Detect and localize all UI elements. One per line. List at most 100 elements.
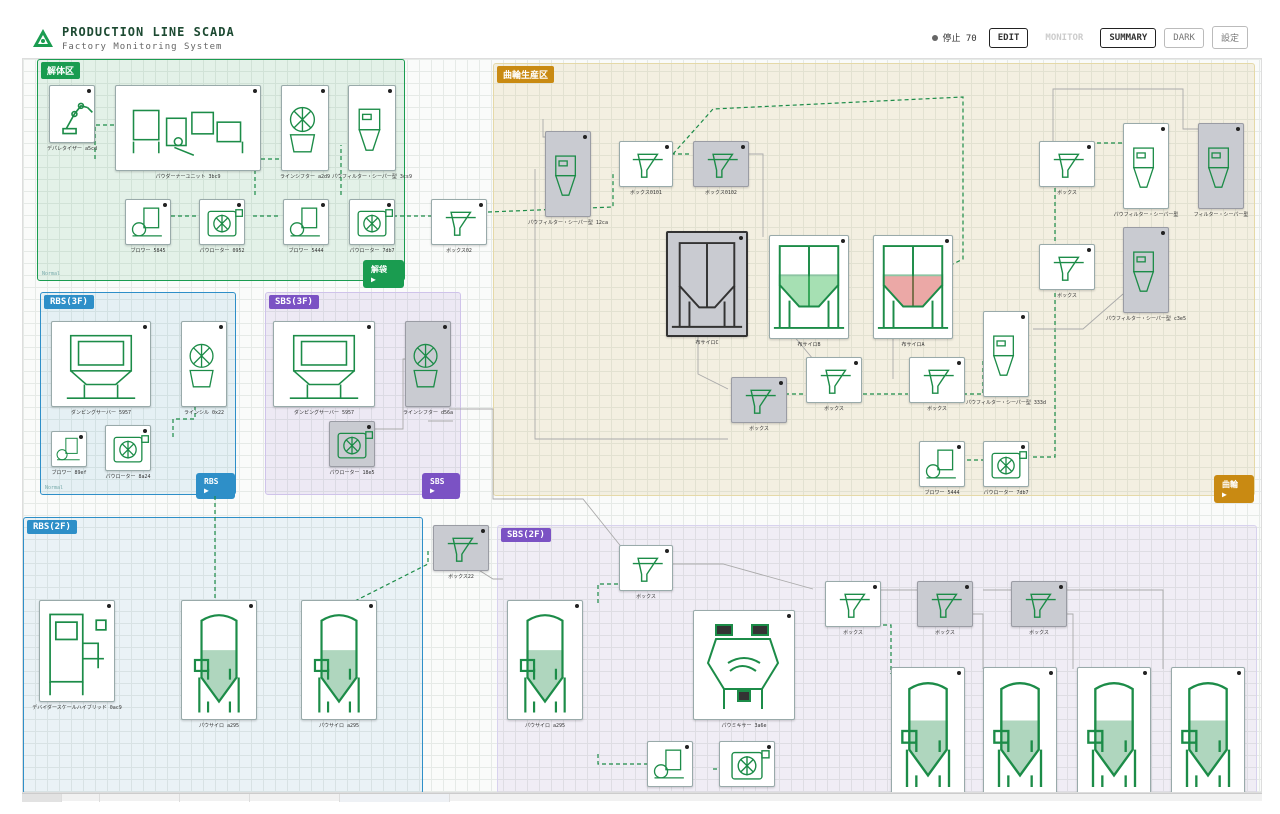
equipment-silo[interactable]	[507, 600, 583, 720]
equipment-filter[interactable]	[348, 85, 396, 171]
equipment-roots[interactable]	[105, 425, 151, 471]
filter-icon	[1207, 147, 1230, 188]
equipment-blower[interactable]	[919, 441, 965, 487]
box-icon	[632, 557, 663, 582]
filter-icon	[554, 155, 577, 196]
box-icon	[839, 593, 870, 618]
equipment-box[interactable]	[433, 525, 489, 571]
zone-tag: SBS(3F)	[269, 295, 319, 309]
status-indicator	[1237, 671, 1241, 675]
equipment-label: ボックス22	[448, 574, 474, 580]
equipment-box[interactable]	[1039, 141, 1095, 187]
settings-button[interactable]: 設定	[1211, 26, 1248, 49]
equipment-label: パウサイロ a295	[318, 723, 360, 729]
equipment-roots[interactable]	[199, 199, 245, 245]
equipment-filter[interactable]	[545, 131, 591, 217]
roots-icon	[207, 209, 244, 237]
equipment-box[interactable]	[619, 545, 673, 591]
equipment-filter[interactable]	[983, 311, 1029, 397]
blower-icon	[653, 749, 684, 779]
equipment-mixer[interactable]	[693, 610, 795, 720]
equipment-bigSilo[interactable]	[666, 231, 748, 337]
equipment-silo[interactable]	[1077, 667, 1151, 792]
equipment-roots[interactable]	[719, 741, 775, 787]
equipment-box[interactable]	[806, 357, 862, 403]
status-indicator	[957, 361, 961, 365]
equipment-sifter[interactable]	[181, 321, 227, 407]
equipment-silo[interactable]	[983, 667, 1057, 792]
monitor-button[interactable]: MONITOR	[1036, 27, 1093, 48]
equipment-box[interactable]	[693, 141, 749, 187]
equipment-box[interactable]	[909, 357, 965, 403]
equipment-scale[interactable]	[39, 600, 115, 702]
zone-rbs-button[interactable]: RBS ▶	[196, 473, 235, 499]
equipment-box[interactable]	[1011, 581, 1067, 627]
equipment-label: ボックス0102	[705, 190, 737, 196]
equipment-silo[interactable]	[301, 600, 377, 720]
equipment-box[interactable]	[825, 581, 881, 627]
zone-status-text: Normal	[45, 485, 64, 491]
status-indicator	[1021, 445, 1025, 449]
equipment-filter[interactable]	[1198, 123, 1244, 209]
equipment-blower[interactable]	[125, 199, 171, 245]
zone-tag: SBS(2F)	[501, 528, 551, 542]
status-indicator	[143, 429, 147, 433]
equipment-silo[interactable]	[1171, 667, 1245, 792]
status-indicator	[143, 325, 147, 329]
equipment-silo[interactable]	[181, 600, 257, 720]
equipment-box[interactable]	[917, 581, 973, 627]
status-indicator	[219, 325, 223, 329]
equipment-filter[interactable]	[1123, 227, 1169, 313]
equipment-blower[interactable]	[283, 199, 329, 245]
status-indicator	[163, 203, 167, 207]
equipment-box[interactable]	[1039, 244, 1095, 290]
equipment-silo[interactable]	[891, 667, 965, 792]
equipment-hopper[interactable]	[769, 235, 849, 339]
silo-icon	[1087, 682, 1137, 787]
equipment-robot[interactable]	[49, 85, 95, 143]
flow-canvas[interactable]: 解体区 解袋 ▶ Normal 曲輪生産区 曲輪 ▶ RBS(3F) RBS ▶…	[22, 58, 1262, 793]
box-icon	[632, 153, 663, 178]
equipment-sifter[interactable]	[281, 85, 329, 171]
equipment-sifter[interactable]	[405, 321, 451, 407]
equipment-filter[interactable]	[1123, 123, 1169, 209]
equipment-box[interactable]	[731, 377, 787, 423]
roots-icon	[357, 209, 394, 237]
sifter-icon	[189, 343, 214, 388]
equipment-roots[interactable]	[329, 421, 375, 467]
equipment-box[interactable]	[431, 199, 487, 245]
equipment-dump[interactable]	[273, 321, 375, 407]
unit-icon	[132, 109, 244, 156]
equipment-blower[interactable]	[51, 431, 87, 467]
dark-mode-button[interactable]: DARK	[1164, 27, 1204, 48]
equipment-roots[interactable]	[349, 199, 395, 245]
equipment-blower[interactable]	[647, 741, 693, 787]
status-indicator	[841, 239, 845, 243]
summary-button[interactable]: SUMMARY	[1100, 27, 1157, 48]
zone-production-button[interactable]: 曲輪 ▶	[1214, 475, 1254, 503]
app-logo-icon	[33, 29, 53, 47]
silo-icon	[1181, 682, 1231, 787]
box-icon	[1053, 256, 1084, 281]
zone-tag: RBS(2F)	[27, 520, 77, 534]
equipment-label: デパレタイザー a5cd	[46, 146, 98, 152]
equipment-hopper[interactable]	[873, 235, 953, 339]
status-indicator	[388, 89, 392, 93]
equipment-label: パウフィルター・シーパー型 333d	[966, 400, 1046, 406]
equipment-unit[interactable]	[115, 85, 261, 171]
equipment-roots[interactable]	[983, 441, 1029, 487]
edit-button[interactable]: EDIT	[988, 27, 1029, 48]
status-dot-icon	[932, 34, 939, 41]
status-indicator	[1161, 127, 1165, 131]
equipment-label: 布サイロA	[901, 342, 925, 348]
status-indicator	[1236, 127, 1240, 131]
equipment-dump[interactable]	[51, 321, 151, 407]
equipment-box[interactable]	[619, 141, 673, 187]
zone-sbs-button[interactable]: SBS ▶	[422, 473, 460, 499]
app-subtitle: Factory Monitoring System	[62, 41, 223, 52]
zone-unpacking-button[interactable]: 解袋 ▶	[363, 260, 404, 288]
roots-icon	[991, 451, 1028, 479]
status-indicator	[957, 671, 961, 675]
title-block: PRODUCTION LINE SCADA Factory Monitoring…	[62, 25, 235, 52]
